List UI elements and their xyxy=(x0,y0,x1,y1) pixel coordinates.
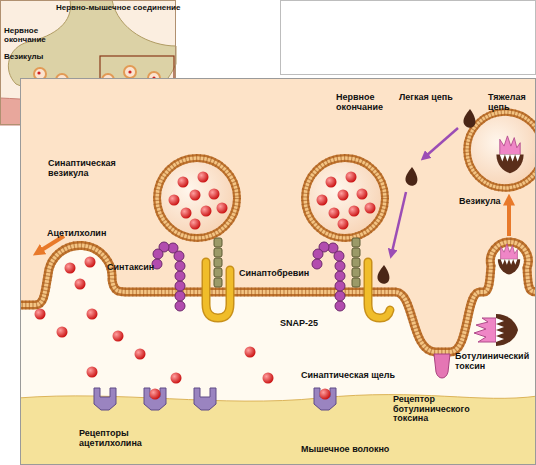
junction-overview xyxy=(0,0,176,125)
snap-25 xyxy=(368,262,390,318)
part-label: Ацетилхолин xyxy=(47,229,106,239)
synaptic-vesicle xyxy=(157,158,237,238)
part-label: Рецептор ботулинического токсина xyxy=(393,395,505,424)
membrane xyxy=(20,242,536,352)
synaptobrevin xyxy=(214,238,222,287)
synaptic-vesicle xyxy=(317,172,376,230)
process-arrow xyxy=(40,236,64,251)
part-label: Нервное окончание xyxy=(4,27,52,44)
botulinum-toxin xyxy=(474,136,524,346)
nerve-terminal xyxy=(20,78,536,352)
empty-frame xyxy=(281,1,536,75)
acetylcholine-receptor xyxy=(94,388,336,410)
small-dot xyxy=(37,70,155,81)
acetylcholine-receptor xyxy=(314,388,336,410)
small-dot xyxy=(37,71,40,74)
part-label: Нервное окончание xyxy=(336,93,398,112)
acetylcholine xyxy=(171,373,182,384)
synaptic-vesicle xyxy=(305,158,385,238)
acetylcholine-receptor xyxy=(144,388,166,410)
acetylcholine xyxy=(113,331,124,342)
syntaxin xyxy=(312,242,345,311)
acetylcholine-receptor xyxy=(320,389,331,400)
syntaxin xyxy=(152,242,185,311)
acetylcholine xyxy=(87,309,98,320)
muscle-fiber xyxy=(20,395,536,465)
part-label: Тяжелая цепь xyxy=(488,93,534,112)
synaptic-vesicle xyxy=(169,172,228,230)
panel-heading: Нервно-мышечное соединение xyxy=(56,4,180,13)
botulinum-toxin xyxy=(474,314,518,346)
synaptic-vesicle xyxy=(467,112,536,188)
part-label: Легкая цепь xyxy=(399,93,453,103)
zoom-frame xyxy=(100,56,174,102)
snap-25 xyxy=(206,262,230,318)
illustration-panel: Нервное окончаниеЛегкая цепь Тяжелая цепь… xyxy=(20,78,536,465)
part-label: Синаптобревин xyxy=(239,269,309,279)
snap-25 xyxy=(206,262,230,318)
toxin-receptor xyxy=(434,354,450,378)
acetylcholine xyxy=(35,257,274,384)
part-label: Синтаксин xyxy=(107,263,154,273)
syntaxin xyxy=(152,242,345,311)
acetylcholine xyxy=(65,263,76,274)
junction-overview xyxy=(8,0,176,95)
membrane xyxy=(20,242,536,352)
process-arrow xyxy=(40,128,509,252)
part-label: Мышечное волокно xyxy=(301,445,389,455)
part-label: Мышечное волокно xyxy=(63,105,142,114)
acetylcholine xyxy=(87,367,98,378)
acetylcholine xyxy=(57,327,68,338)
light-chain xyxy=(463,109,475,128)
acetylcholine xyxy=(85,257,96,268)
small-dot xyxy=(128,70,131,73)
synaptobrevin xyxy=(214,238,360,287)
botulinum-toxin xyxy=(498,244,520,275)
small-vesicle xyxy=(124,66,136,78)
part-label: SNAP-25 xyxy=(280,319,318,329)
junction-overview xyxy=(1,1,176,125)
light-chain xyxy=(377,265,389,284)
acetylcholine-receptor xyxy=(94,388,116,410)
acetylcholine xyxy=(245,347,256,358)
acetylcholine xyxy=(35,309,46,320)
acetylcholine-receptor xyxy=(150,389,161,400)
illustration-panel: Нервно-мышечное соединениеНервное оконча… xyxy=(0,0,176,125)
part-label: Везикула xyxy=(459,197,501,207)
snap-25 xyxy=(368,262,390,318)
acetylcholine xyxy=(75,279,86,290)
part-label: Синаптическая щель xyxy=(301,371,395,381)
snap-25 xyxy=(206,262,390,318)
synaptic-vesicle xyxy=(157,112,536,238)
part-label: Везикулы xyxy=(4,53,43,62)
botulinum-toxin xyxy=(496,136,523,173)
membrane xyxy=(20,242,536,352)
small-vesicle xyxy=(102,74,114,86)
acetylcholine xyxy=(135,349,146,360)
process-arrow xyxy=(392,192,406,252)
acetylcholine xyxy=(263,373,274,384)
small-vesicle xyxy=(56,74,68,86)
process-arrow xyxy=(507,202,511,236)
part-label: Рецепторы ацетилхолина xyxy=(79,429,159,448)
light-chain xyxy=(405,167,417,186)
synaptobrevin xyxy=(352,238,360,287)
junction-overview xyxy=(0,86,176,125)
small-vesicle xyxy=(34,66,160,86)
process-arrow xyxy=(426,128,458,156)
cleft-area xyxy=(20,78,536,465)
part-label: Ботулинический токсин xyxy=(455,352,535,371)
acetylcholine-receptor xyxy=(194,388,216,410)
synapse-scene xyxy=(20,78,536,465)
membrane xyxy=(20,242,536,352)
part-label: Синаптическая везикула xyxy=(48,159,128,178)
